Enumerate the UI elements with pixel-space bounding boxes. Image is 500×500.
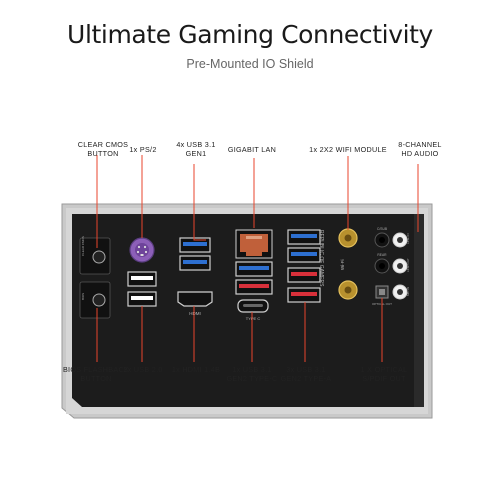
label-lan: GIGABIT LAN xyxy=(227,145,277,154)
leader-lines-top xyxy=(96,155,419,248)
label-ps2: 1x PS/2 xyxy=(129,145,157,154)
bios-flashback-button xyxy=(92,293,106,307)
hdmi-panel-text: HDMI xyxy=(189,311,201,316)
leader-lines-bottom xyxy=(96,298,383,362)
line-in-panel-text: LINE IN xyxy=(406,233,410,244)
mic-in-panel-text: MIC IN xyxy=(406,287,410,296)
lan-port-inner xyxy=(240,234,268,256)
page-title: Ultimate Gaming Connectivity xyxy=(67,20,433,49)
leader-usb31-gen1 xyxy=(193,164,206,241)
rear-panel-text: REAR xyxy=(377,253,387,257)
label-hdmi: 1x HDMI 1.4B xyxy=(171,365,221,374)
page-subtitle: Pre-Mounted IO Shield xyxy=(186,57,314,71)
clear-cmos-panel-text: CLEAR CMOS xyxy=(81,236,85,256)
center-sub-panel-text: C/SUB xyxy=(377,227,388,231)
clear-cmos-button xyxy=(92,250,106,264)
label-usb20: 2x USB 2.0 xyxy=(123,365,163,374)
wifi-panel-text: Wi-Fi xyxy=(340,260,345,271)
io-shield-stripe xyxy=(414,214,424,407)
brand-panel-text: REPUBLIC OF GAMERS xyxy=(318,230,324,287)
bios-panel-text: BIOS xyxy=(81,293,85,300)
line-out-panel-text: LINE OUT xyxy=(406,258,410,272)
typec-panel-text: TYPE C xyxy=(246,316,261,321)
label-wifi: 1x 2X2 WIFI MODULE xyxy=(309,145,387,154)
hdmi-port xyxy=(177,291,213,307)
